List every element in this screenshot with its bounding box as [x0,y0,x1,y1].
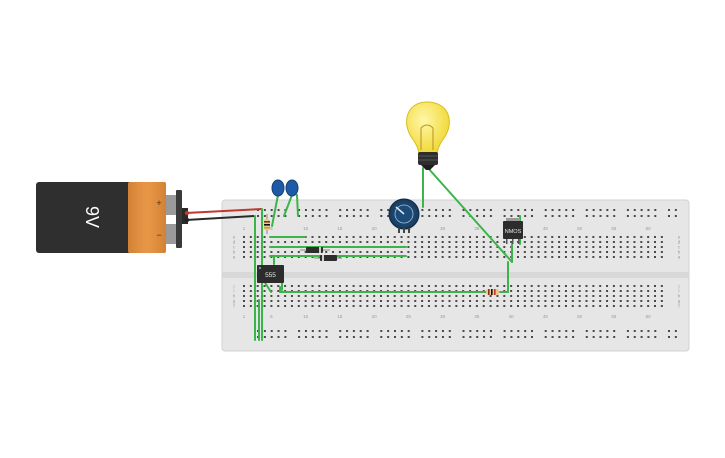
column-number: 1 [243,314,246,319]
mosfet-label: NMOS [505,229,522,235]
row-letter: a [678,255,681,260]
row-letter: j [678,284,680,289]
breadboard[interactable]: 1155101015152020252530303535404045455050… [221,199,690,352]
row-letter: b [233,250,236,255]
row-letter: g [233,299,236,304]
light-bulb[interactable] [406,101,450,170]
capacitor-1[interactable] [271,179,285,197]
column-number: 50 [577,314,583,319]
row-letter: i [679,289,680,294]
row-letter: e [233,235,236,240]
column-number: 35 [474,314,480,319]
diode-2[interactable] [314,255,342,261]
row-letter: h [678,294,681,299]
row-letter: g [678,299,681,304]
row-letter: e [678,235,681,240]
column-number: 20 [372,314,378,319]
resistor-2[interactable] [482,289,503,295]
potentiometer[interactable] [388,198,420,233]
row-letter: f [233,304,235,309]
column-number: 60 [646,314,652,319]
column-number: 5 [270,314,273,319]
row-letter: d [233,240,236,245]
column-number: 60 [646,226,652,231]
row-letter: h [233,294,236,299]
battery-plus-sign: + [156,198,161,208]
row-letter: c [233,245,236,250]
resistor-1[interactable] [264,214,270,234]
row-letter: i [234,289,235,294]
column-number: 50 [577,226,583,231]
column-number: 55 [611,314,617,319]
column-number: 10 [303,226,309,231]
battery-label: 9V [82,206,102,228]
timer-ic-label: 555 [265,272,276,279]
column-number: 45 [543,314,549,319]
column-number: 10 [303,314,309,319]
column-number: 35 [474,226,480,231]
row-letter: a [233,255,236,260]
column-number: 20 [372,226,378,231]
column-number: 15 [337,226,343,231]
mosfet-nmos[interactable]: NMOS [503,218,523,244]
battery-minus-sign: − [156,230,161,240]
column-number: 55 [611,226,617,231]
row-letter: c [678,245,681,250]
column-number: 30 [440,314,446,319]
column-number: 1 [243,226,246,231]
row-letter: j [233,284,235,289]
jumper-wires[interactable] [254,167,521,341]
column-number: 15 [337,314,343,319]
diode-1[interactable] [300,247,330,253]
column-number: 30 [440,226,446,231]
row-letter: b [678,250,681,255]
row-letter: d [678,240,681,245]
battery-9v[interactable]: 9V + − [36,182,190,253]
row-letter: f [678,304,680,309]
column-number: 45 [543,226,549,231]
timer-ic-555[interactable]: 555 [257,265,284,283]
capacitor-2[interactable] [285,179,299,197]
column-number: 40 [509,314,515,319]
column-number: 5 [270,226,273,231]
column-number: 25 [406,314,412,319]
battery-wires[interactable] [185,208,263,221]
